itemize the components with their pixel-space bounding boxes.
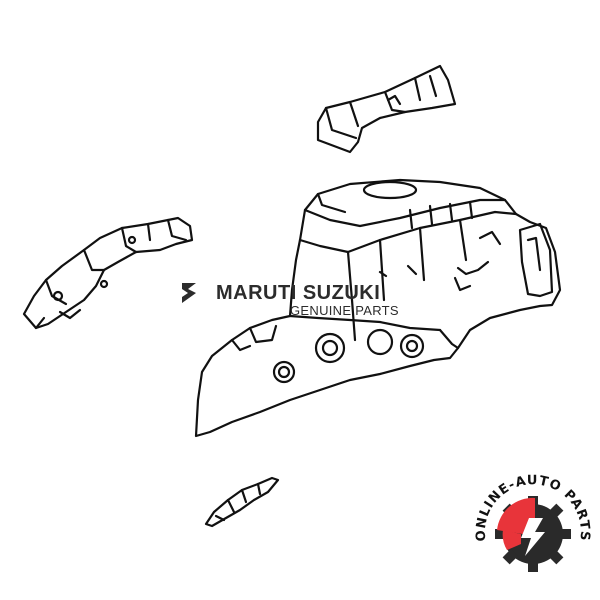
watermark-subtitle: GENUINE PARTS bbox=[290, 303, 399, 318]
online-auto-parts-badge: ONLINE-AUTO PARTS bbox=[474, 473, 591, 572]
watermark-brand: MARUTI SUZUKI bbox=[216, 282, 381, 304]
gear-bolt-icon bbox=[495, 496, 571, 572]
left-rail-part bbox=[22, 216, 194, 330]
main-wheel-housing-part bbox=[194, 178, 562, 438]
upper-bracket-part bbox=[316, 64, 457, 154]
suzuki-logo-icon bbox=[182, 283, 196, 303]
small-bracket-part bbox=[204, 476, 280, 528]
